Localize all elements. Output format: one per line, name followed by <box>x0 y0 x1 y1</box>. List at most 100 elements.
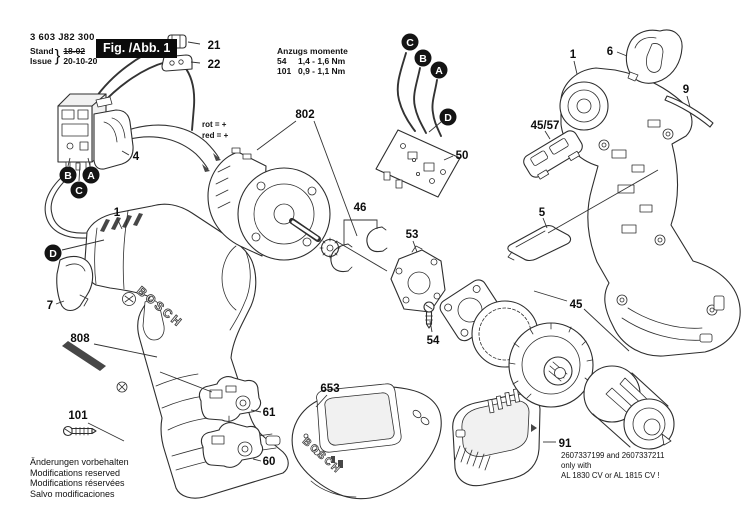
charger: BOSCH <box>291 383 442 500</box>
part-callout-808: 808 <box>70 333 90 345</box>
callout-lead-C-left <box>78 163 81 182</box>
callout-letter-text: A <box>87 170 95 182</box>
callout-letter-D-top: D <box>439 108 457 126</box>
callout-letter-text: B <box>64 170 72 182</box>
callout-lead-54 <box>429 320 433 333</box>
callout-lead-46 <box>343 219 378 245</box>
chuck <box>583 365 675 450</box>
callout-lead-4 <box>121 150 130 156</box>
callout-letter-circle <box>59 166 77 184</box>
callout-letter-circle <box>44 244 62 262</box>
callout-letter-text: C <box>406 37 414 49</box>
part-9-strip <box>664 95 714 128</box>
part-callout-45: 45 <box>570 299 583 311</box>
callout-lead-22 <box>190 61 201 64</box>
part-22-bracket <box>161 54 193 72</box>
callout-lead-45-57 <box>544 130 551 140</box>
callout-lead-45 <box>583 308 630 352</box>
circuit-board-50 <box>375 129 461 198</box>
callout-letter-circle <box>439 108 457 126</box>
part-callout-101: 101 <box>68 410 88 422</box>
part-callout-21: 21 <box>208 40 221 52</box>
part-callout-802: 802 <box>295 109 314 121</box>
board-wires <box>396 52 442 137</box>
callout-letter-C-left: C <box>70 181 88 199</box>
battery-pack <box>452 388 541 487</box>
part-21-connector <box>167 34 187 49</box>
part-callout-1-right: 1 <box>570 49 577 61</box>
callout-lead-61 <box>250 409 262 413</box>
part-callout-22: 22 <box>208 59 221 71</box>
callout-letter-A-top: A <box>430 61 448 79</box>
callout-lead-A-left <box>87 157 91 167</box>
callout-lead-808 <box>93 343 158 358</box>
part-callout-653: 653 <box>320 383 339 395</box>
part-101-screw <box>62 425 97 437</box>
part-callout-4: 4 <box>133 151 140 163</box>
part-45-57-slider <box>523 130 583 180</box>
part-61-switch-unit <box>198 376 262 422</box>
callout-letter-A-left: A <box>82 166 100 184</box>
part-callout-91: 91 <box>559 438 572 450</box>
callout-letter-B-top: B <box>414 49 432 67</box>
part-callout-60: 60 <box>263 456 276 468</box>
motor <box>207 147 341 261</box>
callout-lead-21 <box>187 41 201 45</box>
callout-lead-60 <box>252 458 262 462</box>
part-808-strip <box>62 341 106 371</box>
callout-lead-101 <box>87 422 125 442</box>
charger-led <box>313 448 321 456</box>
callout-letter-text: A <box>435 65 443 77</box>
callout-lead-7 <box>55 300 65 305</box>
part-callout-9: 9 <box>683 84 689 96</box>
part-callout-1-left: 1 <box>114 207 121 219</box>
callout-letter-text: C <box>75 185 83 197</box>
part-callout-45-57: 45/57 <box>531 120 560 132</box>
callout-letter-text: D <box>444 112 452 124</box>
part-callout-7: 7 <box>47 300 53 312</box>
part-53-mount-plate <box>390 245 446 313</box>
part-callout-53: 53 <box>406 229 419 241</box>
part-6-cap <box>625 29 683 84</box>
part-7-clip <box>56 255 94 312</box>
part-46-spring-clips <box>330 226 388 273</box>
callout-lead-802 <box>256 120 297 151</box>
callout-letter-B-left: B <box>59 166 77 184</box>
callout-lead-1-left <box>116 217 123 230</box>
callout-lead-5 <box>542 217 548 229</box>
battery-contacts <box>487 388 520 414</box>
callout-letter-text: B <box>419 53 427 65</box>
part-callout-46: 46 <box>354 202 367 214</box>
part-60-switch-unit <box>200 422 264 468</box>
callout-letter-circle <box>414 49 432 67</box>
callout-lead-6 <box>616 51 628 57</box>
callout-letter-circle <box>401 33 419 51</box>
callout-lead-45 <box>533 290 568 302</box>
callout-lead-B-left <box>67 157 71 167</box>
part-callout-6: 6 <box>607 46 613 58</box>
callout-lead-53 <box>412 240 418 253</box>
callout-lead-653 <box>315 394 328 408</box>
part-callout-5: 5 <box>539 207 546 219</box>
callout-letter-D-left: D <box>44 244 62 262</box>
part-callout-50: 50 <box>456 150 469 162</box>
callout-letter-text: D <box>49 248 57 260</box>
callout-lead-9 <box>686 95 691 108</box>
drill-housing-right <box>559 67 741 357</box>
part-callout-61: 61 <box>263 407 276 419</box>
part-5-plate <box>507 225 572 262</box>
callout-lead-50 <box>443 155 454 161</box>
callout-lead-1-right <box>573 60 578 75</box>
callout-letter-circle <box>430 61 448 79</box>
part-callout-54: 54 <box>427 335 440 347</box>
callout-lead-D-left <box>61 239 105 251</box>
callout-letter-circle <box>82 166 100 184</box>
switch-assembly <box>57 93 134 171</box>
callout-letter-C-top: C <box>401 33 419 51</box>
callout-lead-D-top <box>428 121 442 133</box>
part-54-screw <box>423 301 435 329</box>
gearbox <box>439 279 594 408</box>
